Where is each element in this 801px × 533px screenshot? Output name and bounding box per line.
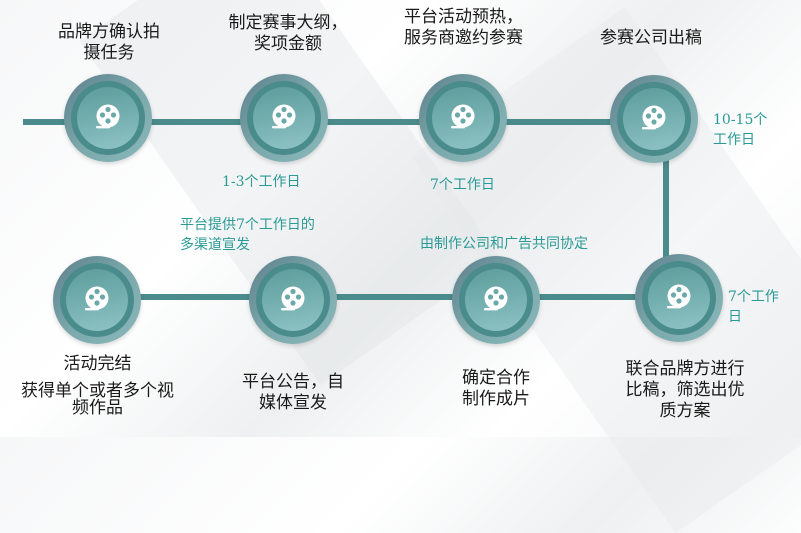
connector-vertical	[663, 160, 669, 260]
step-2-label-line2: 奖项金额	[254, 34, 322, 54]
step-7-duration: 平台提供7个工作日的 多渠道宣发	[180, 215, 315, 255]
film-reel-icon	[96, 104, 120, 129]
film-reel-icon	[272, 104, 296, 129]
step-8-label-line3: 频作品	[72, 398, 123, 418]
film-reel-icon	[642, 105, 666, 130]
step-7-node	[249, 256, 337, 344]
step-5-label-line3: 质方案	[659, 401, 711, 421]
film-reel-icon	[451, 104, 475, 129]
step-2-label-line1: 制定赛事大纲，	[228, 13, 348, 33]
step-4-node	[610, 75, 698, 163]
step-1-label-line1: 品牌方确认拍	[58, 22, 160, 42]
step-6-duration: 由制作公司和广告共同协定	[420, 236, 588, 252]
step-5-label-line1: 联合品牌方进行	[625, 359, 745, 379]
step-4-duration-line1: 10-15个	[713, 112, 768, 128]
step-5-duration-line2: 日	[728, 309, 742, 325]
step-4-duration-line2: 工作日	[713, 132, 755, 148]
step-6-label-line2: 制作成片	[462, 389, 530, 409]
step-8-label: 活动完结 获得单个或者多个视 频作品	[0, 354, 195, 419]
step-2-node	[240, 74, 328, 162]
step-7-duration-line2: 多渠道宣发	[180, 237, 250, 253]
step-2-duration: 1-3个工作日	[222, 174, 301, 190]
film-reel-icon	[667, 284, 691, 309]
step-7-duration-line1: 平台提供7个工作日的	[180, 217, 315, 233]
step-1-label-line2: 摄任务	[83, 43, 135, 63]
step-1-label: 品牌方确认拍 摄任务	[50, 22, 168, 64]
film-reel-icon	[281, 286, 305, 311]
step-8-label-line2: 获得单个或者多个视	[21, 381, 174, 401]
step-1-node	[64, 74, 152, 162]
connector-top	[23, 119, 663, 125]
step-4-label: 参赛公司出稿	[600, 28, 730, 49]
step-5-duration-line1: 7个工作	[728, 289, 779, 305]
step-3-label-line2: 服务商邀约参赛	[404, 28, 523, 48]
step-8-node	[53, 256, 141, 344]
step-5-node	[635, 254, 723, 342]
step-5-duration: 7个工作 日	[728, 287, 779, 327]
step-7-label-line2: 媒体宣发	[259, 393, 327, 413]
step-6-label: 确定合作 制作成片	[446, 368, 546, 410]
step-8-label-line1: 活动完结	[63, 354, 132, 374]
film-reel-icon	[85, 286, 109, 311]
step-3-duration: 7个工作日	[430, 177, 495, 193]
step-5-label-line2: 比稿，筛选出优	[625, 380, 745, 400]
step-7-label: 平台公告，自 媒体宣发	[228, 372, 358, 414]
step-3-label-line1: 平台活动预热，	[404, 7, 523, 27]
step-4-duration: 10-15个 工作日	[713, 110, 767, 150]
connector-bottom	[130, 294, 650, 300]
step-6-label-line1: 确定合作	[462, 368, 530, 388]
step-7-label-line1: 平台公告，自	[242, 372, 344, 392]
step-3-node	[419, 74, 507, 162]
step-3-label: 平台活动预热， 服务商邀约参赛	[404, 7, 554, 49]
step-4-label-line1: 参赛公司出稿	[600, 28, 702, 48]
step-6-node	[452, 256, 540, 344]
step-2-label: 制定赛事大纲， 奖项金额	[218, 13, 358, 55]
film-reel-icon	[484, 286, 508, 311]
step-5-label: 联合品牌方进行 比稿，筛选出优 质方案	[625, 359, 745, 422]
